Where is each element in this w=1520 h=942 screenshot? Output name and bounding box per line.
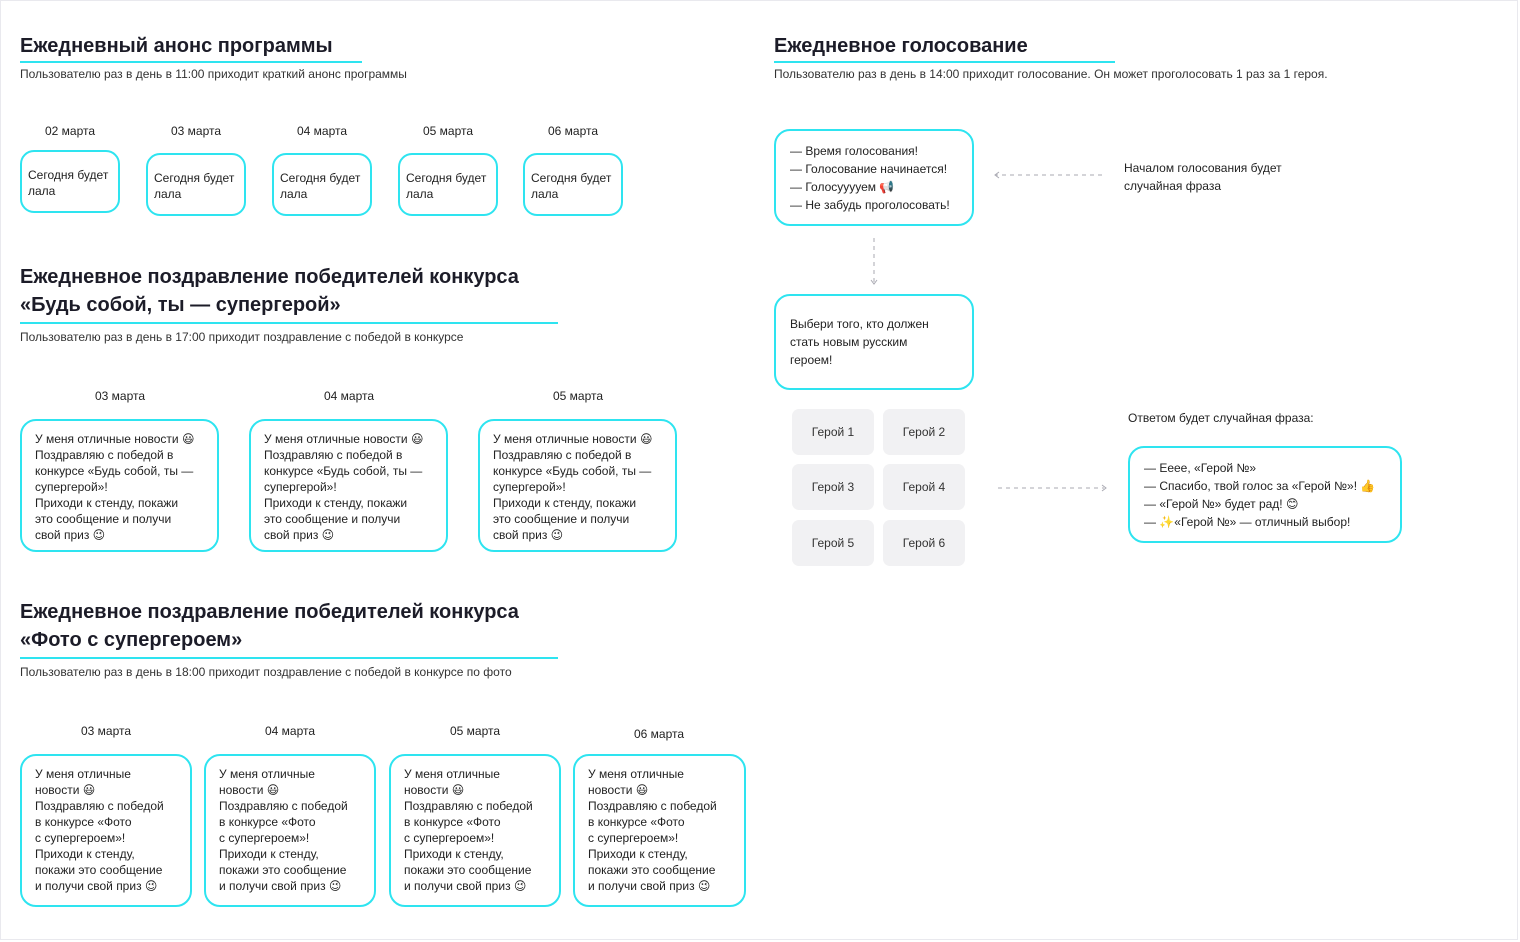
contest1-date: 04 марта xyxy=(323,389,375,403)
announce-date: 04 марта xyxy=(296,124,348,138)
hero-5-button[interactable]: Герой 5 xyxy=(792,520,874,566)
arrowhead-left xyxy=(994,171,1000,179)
announce-title: Ежедневный анонс программы xyxy=(20,35,333,57)
voting-start-card: — Время голосования! — Голосование начин… xyxy=(774,129,974,226)
announce-date: 05 марта xyxy=(422,124,474,138)
contest1-card: У меня отличные новости 😃 Поздравляю с п… xyxy=(20,419,219,552)
contest2-underline xyxy=(20,657,558,659)
contest1-card: У меня отличные новости 😃 Поздравляю с п… xyxy=(478,419,677,552)
contest1-date: 03 марта xyxy=(94,389,146,403)
contest2-card: У меня отличные новости 😃 Поздравляю с п… xyxy=(389,754,561,907)
voting-prompt-card: Выбери того, кто должен стать новым русс… xyxy=(774,294,974,390)
contest2-date: 05 марта xyxy=(449,724,501,738)
contest2-title: Ежедневное поздравление победителей конк… xyxy=(20,601,519,651)
announce-card: Сегодня будет лала xyxy=(146,153,246,216)
voting-subtitle: Пользователю раз в день в 14:00 приходит… xyxy=(774,67,1328,81)
announce-subtitle: Пользователю раз в день в 11:00 приходит… xyxy=(20,67,407,81)
contest1-date: 05 марта xyxy=(552,389,604,403)
contest2-date: 03 марта xyxy=(80,724,132,738)
arrowhead-right xyxy=(1101,484,1107,492)
voting-start-note: Началом голосования будет случайная фраз… xyxy=(1124,161,1282,193)
contest1-underline xyxy=(20,322,558,324)
announce-card: Сегодня будет лала xyxy=(523,153,623,216)
contest1-card: У меня отличные новости 😃 Поздравляю с п… xyxy=(249,419,448,552)
voting-answer-note: Ответом будет случайная фраза: xyxy=(1128,411,1314,425)
contest2-card: У меня отличные новости 😃 Поздравляю с п… xyxy=(573,754,746,907)
announce-card: Сегодня будет лала xyxy=(398,153,498,216)
contest2-card: У меня отличные новости 😃 Поздравляю с п… xyxy=(20,754,192,907)
announce-card: Сегодня будет лала xyxy=(20,150,120,213)
hero-4-button[interactable]: Герой 4 xyxy=(883,464,965,510)
contest2-subtitle: Пользователю раз в день в 18:00 приходит… xyxy=(20,665,512,679)
arrowhead-down xyxy=(870,279,878,285)
hero-1-button[interactable]: Герой 1 xyxy=(792,409,874,455)
announce-date: 02 марта xyxy=(44,124,96,138)
hero-2-button[interactable]: Герой 2 xyxy=(883,409,965,455)
voting-underline xyxy=(774,61,1115,63)
announce-date: 03 марта xyxy=(170,124,222,138)
announce-underline xyxy=(20,61,362,63)
hero-3-button[interactable]: Герой 3 xyxy=(792,464,874,510)
voting-title: Ежедневное голосование xyxy=(774,35,1028,57)
voting-answer-card: — Еееe, «Герой №» — Спасибо, твой голос … xyxy=(1128,446,1402,543)
contest2-card: У меня отличные новости 😃 Поздравляю с п… xyxy=(204,754,376,907)
announce-card: Сегодня будет лала xyxy=(272,153,372,216)
contest2-date: 04 марта xyxy=(264,724,316,738)
contest1-subtitle: Пользователю раз в день в 17:00 приходит… xyxy=(20,330,464,344)
contest1-title: Ежедневное поздравление победителей конк… xyxy=(20,266,519,316)
announce-date: 06 марта xyxy=(547,124,599,138)
contest2-date: 06 марта xyxy=(633,727,685,741)
hero-6-button[interactable]: Герой 6 xyxy=(883,520,965,566)
